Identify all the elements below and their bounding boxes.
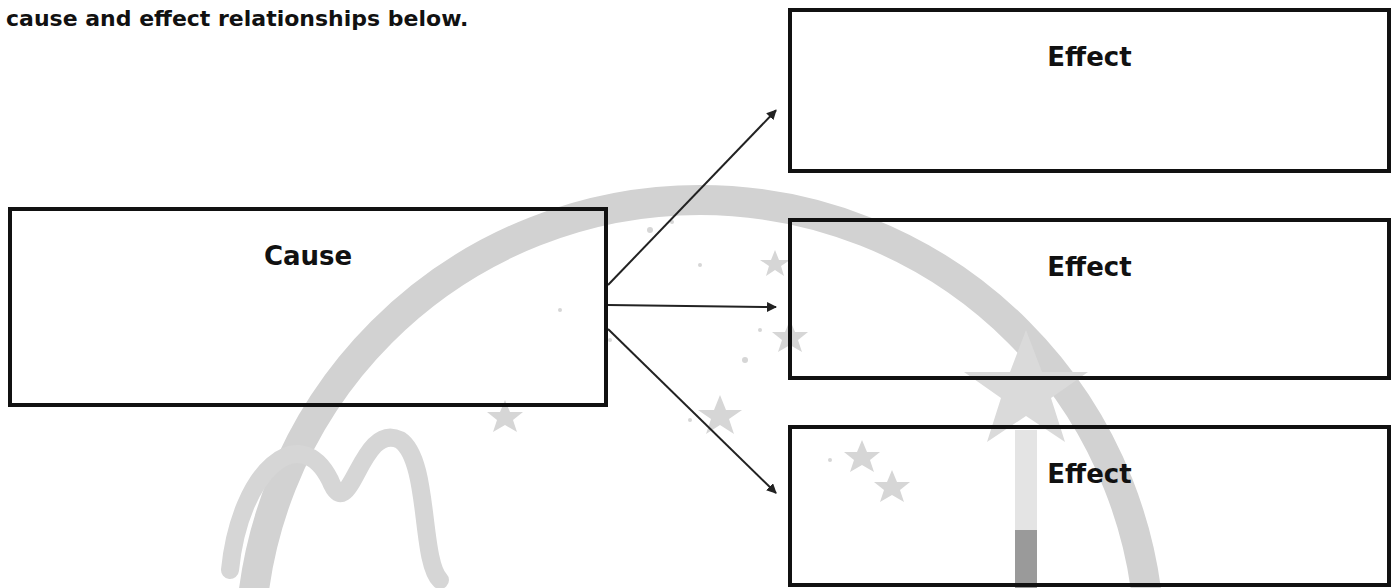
arrow-connector <box>608 305 776 307</box>
effect-box: Effect <box>788 425 1391 587</box>
cause-box: Cause <box>8 207 608 407</box>
watermark-ring <box>250 200 1150 588</box>
watermark-script <box>230 438 440 580</box>
effect-box: Effect <box>788 8 1391 173</box>
instruction-text: cause and effect relationships below. <box>6 6 468 32</box>
box-heading: Effect <box>792 252 1387 283</box>
effect-box: Effect <box>788 218 1391 380</box>
box-heading: Effect <box>792 42 1387 73</box>
arrow-connector <box>608 329 776 493</box>
box-heading: Cause <box>12 241 604 272</box>
watermark-stars <box>487 220 910 502</box>
box-heading: Effect <box>792 459 1387 490</box>
arrow-connector <box>608 110 776 285</box>
